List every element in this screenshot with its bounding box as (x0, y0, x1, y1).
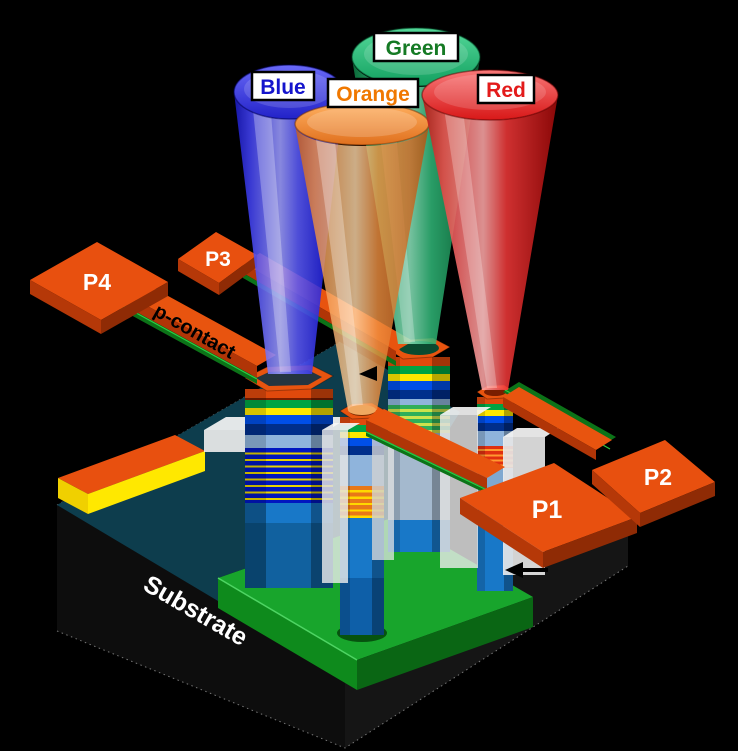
annotation-arrows (359, 366, 548, 578)
n-gan-slab-front-right (357, 597, 533, 690)
orange-cone-tip (348, 405, 376, 415)
n-section-lower (245, 523, 333, 588)
contact-pads: P4 P3 P1 P2 (30, 232, 715, 568)
substrate-front-left-face (57, 505, 345, 748)
n-section (388, 520, 450, 552)
n-section-lower (340, 578, 384, 635)
p-metal-ring (388, 357, 450, 366)
ebl-layer (388, 374, 450, 381)
orange-emission-cone (294, 102, 430, 415)
n-section (245, 503, 333, 523)
left-facet-shade (245, 389, 266, 588)
blue-label: Blue (250, 70, 316, 102)
trace-p2-to-red (503, 382, 616, 460)
substrate-bottom-edge (56, 565, 629, 749)
n-contact-bar-end (58, 478, 88, 514)
pillar-top-inner (399, 341, 439, 355)
ebl-layer (340, 432, 384, 438)
green-label-text: Green (386, 37, 447, 60)
blue-label-text: Blue (260, 76, 306, 99)
emission-color-labels: Green Blue Orange Red (250, 31, 536, 109)
pad-p2-label: P2 (644, 464, 672, 490)
n-contact-bar (58, 435, 205, 514)
cladding-layer (245, 424, 333, 435)
red-label: Red (476, 73, 536, 105)
n-contact-bar-front (88, 451, 205, 514)
trace-p1-to-orange (365, 409, 505, 494)
layer-line (245, 398, 333, 400)
p-gan-layer (245, 400, 333, 408)
orange-label: Orange (326, 77, 420, 109)
pad-p1-label: P1 (532, 496, 563, 524)
left-facet-shade-low (245, 503, 266, 588)
planarization-block (372, 432, 394, 560)
red-label-text: Red (486, 79, 526, 102)
pad-p3-label: P3 (205, 248, 231, 271)
cladding-layer (477, 423, 513, 431)
pad-p1: P1 (460, 463, 637, 568)
pad-p3: P3 (178, 232, 257, 295)
pad-p4: P4 (30, 242, 168, 334)
slab-edge-highlight (217, 577, 358, 661)
n-gan-slab-front-left (218, 578, 357, 690)
blue-nanowire-pillar (243, 364, 335, 588)
pad-p4-label: P4 (83, 269, 111, 295)
cladding-layer (340, 446, 384, 455)
arrow-left-icon (505, 562, 548, 578)
p-gan-layer (477, 404, 513, 410)
p-metal-ring (245, 389, 333, 398)
p-gan-layer (388, 366, 450, 374)
ebl-layer (477, 410, 513, 416)
waveguide-layer (477, 416, 513, 423)
mqw-stripes-blue (245, 448, 333, 503)
waveguide-layer (245, 415, 333, 424)
p-metal-ring (477, 397, 513, 404)
green-label: Green (372, 31, 460, 63)
p-gan-layer (340, 425, 384, 432)
spacer-layer (245, 435, 333, 448)
p-metal-ring (340, 417, 384, 425)
planarization-block (322, 423, 360, 583)
n-contact-bar-top (58, 435, 205, 494)
cladding-layer (388, 390, 450, 399)
waveguide-layer (340, 438, 384, 446)
planarization-left-face (204, 430, 247, 450)
ebl-layer (245, 408, 333, 415)
spacer-layer (388, 399, 450, 405)
arrow-left-icon (359, 366, 377, 381)
orange-label-text: Orange (336, 83, 410, 106)
pad-p2: P2 (592, 440, 715, 527)
waveguide-layer (388, 381, 450, 390)
